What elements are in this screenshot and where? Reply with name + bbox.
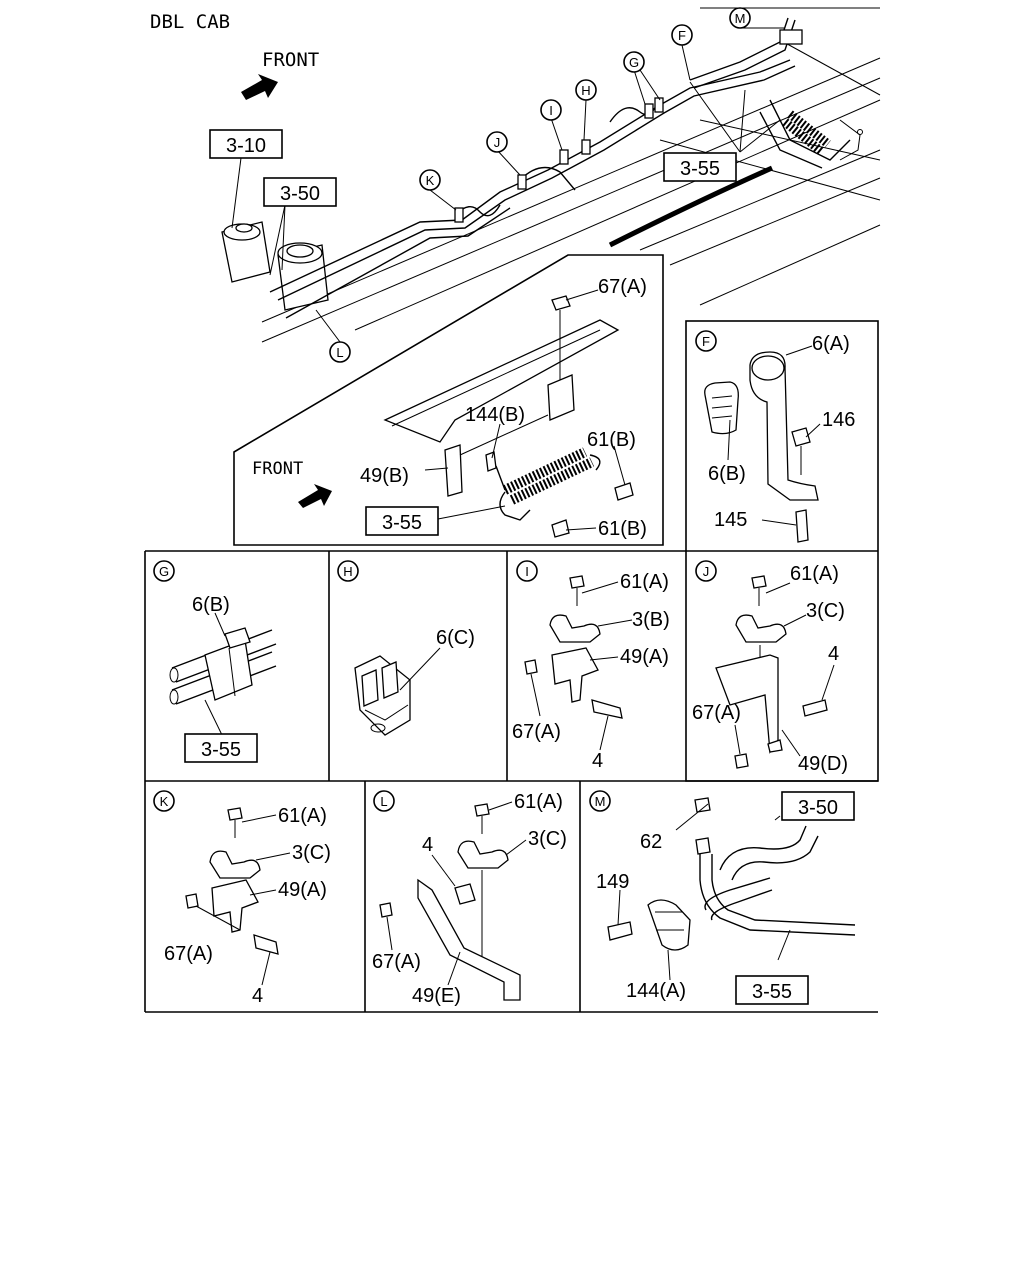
label-6A: 6(A) xyxy=(812,333,850,355)
label-67A-L: 67(A) xyxy=(372,951,421,973)
svg-text:J: J xyxy=(494,135,501,150)
label-49A-K: 49(A) xyxy=(278,879,327,901)
label-3C-J: 3(C) xyxy=(806,600,845,622)
panel-I: I 61(A) 3(B) 49(A) 67(A) 4 xyxy=(512,560,670,772)
panel-G: G 6(B) 3-55 xyxy=(153,560,277,763)
callout-J: J xyxy=(486,131,508,153)
label-4-I: 4 xyxy=(592,750,603,772)
panel-grid-lines xyxy=(144,320,879,1013)
label-49E: 49(E) xyxy=(412,985,461,1007)
detail-front-arrow-icon xyxy=(298,484,332,508)
panel-K: K 61(A) 3(C) 49(A) 67(A) 4 xyxy=(153,790,331,1007)
label-67A-J: 67(A) xyxy=(692,702,741,724)
label-61B-bottom: 61(B) xyxy=(598,518,647,540)
label-144A: 144(A) xyxy=(626,980,686,1002)
label-61A-J: 61(A) xyxy=(790,563,839,585)
label-149: 149 xyxy=(596,871,629,893)
front-label: FRONT xyxy=(262,49,319,71)
callout-L: L xyxy=(329,341,351,363)
label-49B: 49(B) xyxy=(360,465,409,487)
svg-text:K: K xyxy=(160,794,169,809)
label-144B: 144(B) xyxy=(465,404,525,426)
label-49D: 49(D) xyxy=(798,753,848,775)
ref-3-55-detail: 3-55 xyxy=(382,512,422,534)
svg-text:G: G xyxy=(629,55,639,70)
panel-F: F 6(A) 146 6(B) 145 xyxy=(695,330,855,543)
callout-G: G xyxy=(623,51,645,73)
label-61A-K: 61(A) xyxy=(278,805,327,827)
svg-text:G: G xyxy=(159,564,169,579)
label-4-K: 4 xyxy=(252,985,263,1007)
ref-box-3-55-main: 3-55 xyxy=(663,152,737,182)
svg-text:L: L xyxy=(336,345,343,360)
detail-panel-cooler: FRONT 67(A) 144(B) 61(B) 49(B) xyxy=(233,254,664,546)
label-62: 62 xyxy=(640,831,662,853)
label-146: 146 xyxy=(822,409,855,431)
callout-F: F xyxy=(671,24,693,46)
label-4-L: 4 xyxy=(422,834,433,856)
svg-text:L: L xyxy=(380,794,387,809)
label-3B-I: 3(B) xyxy=(632,609,670,631)
svg-text:3-55: 3-55 xyxy=(680,158,720,180)
callout-H: H xyxy=(575,79,597,101)
svg-text:F: F xyxy=(678,28,686,43)
svg-text:I: I xyxy=(525,564,529,579)
label-67A-top: 67(A) xyxy=(598,276,647,298)
label-6B-F: 6(B) xyxy=(708,463,746,485)
label-61B-top: 61(B) xyxy=(587,429,636,451)
ref-3-55-G: 3-55 xyxy=(201,739,241,761)
svg-text:K: K xyxy=(426,173,435,188)
panel-L: L 61(A) 4 3(C) 67(A) 49(E) xyxy=(372,790,567,1007)
callout-M: M xyxy=(729,7,751,29)
callout-K: K xyxy=(419,169,441,191)
panel-H: H 6(C) xyxy=(337,560,475,736)
label-67A-K: 67(A) xyxy=(164,943,213,965)
svg-text:M: M xyxy=(595,794,606,809)
ref-3-50-M: 3-50 xyxy=(798,797,838,819)
callout-I: I xyxy=(540,99,562,121)
label-3C-K: 3(C) xyxy=(292,842,331,864)
ref-box-3-10: 3-10 xyxy=(209,129,283,159)
ref-box-3-50: 3-50 xyxy=(263,177,337,207)
label-61A-I: 61(A) xyxy=(620,571,669,593)
label-61A-L: 61(A) xyxy=(514,791,563,813)
svg-text:J: J xyxy=(703,564,710,579)
label-3C-L: 3(C) xyxy=(528,828,567,850)
diagram-title: DBL CAB xyxy=(150,11,230,33)
label-67A-I: 67(A) xyxy=(512,721,561,743)
main-assembly xyxy=(221,7,881,343)
panel-J: J 61(A) 3(C) 4 67(A) 49(D) xyxy=(692,560,848,775)
panel-M: M 62 3-50 149 144(A) 3-55 xyxy=(589,790,856,1005)
svg-text:M: M xyxy=(735,11,746,26)
label-6C: 6(C) xyxy=(436,627,475,649)
svg-text:I: I xyxy=(549,103,553,118)
ref-3-55-M: 3-55 xyxy=(752,981,792,1003)
label-49A-I: 49(A) xyxy=(620,646,669,668)
svg-text:3-50: 3-50 xyxy=(280,183,320,205)
label-4-J: 4 xyxy=(828,643,839,665)
detail-front-label: FRONT xyxy=(252,459,303,479)
front-arrow-icon xyxy=(241,74,278,100)
svg-text:H: H xyxy=(343,564,352,579)
svg-text:3-10: 3-10 xyxy=(226,135,266,157)
svg-text:F: F xyxy=(702,334,710,349)
label-145: 145 xyxy=(714,509,747,531)
svg-text:H: H xyxy=(581,83,590,98)
label-6B-G: 6(B) xyxy=(192,594,230,616)
